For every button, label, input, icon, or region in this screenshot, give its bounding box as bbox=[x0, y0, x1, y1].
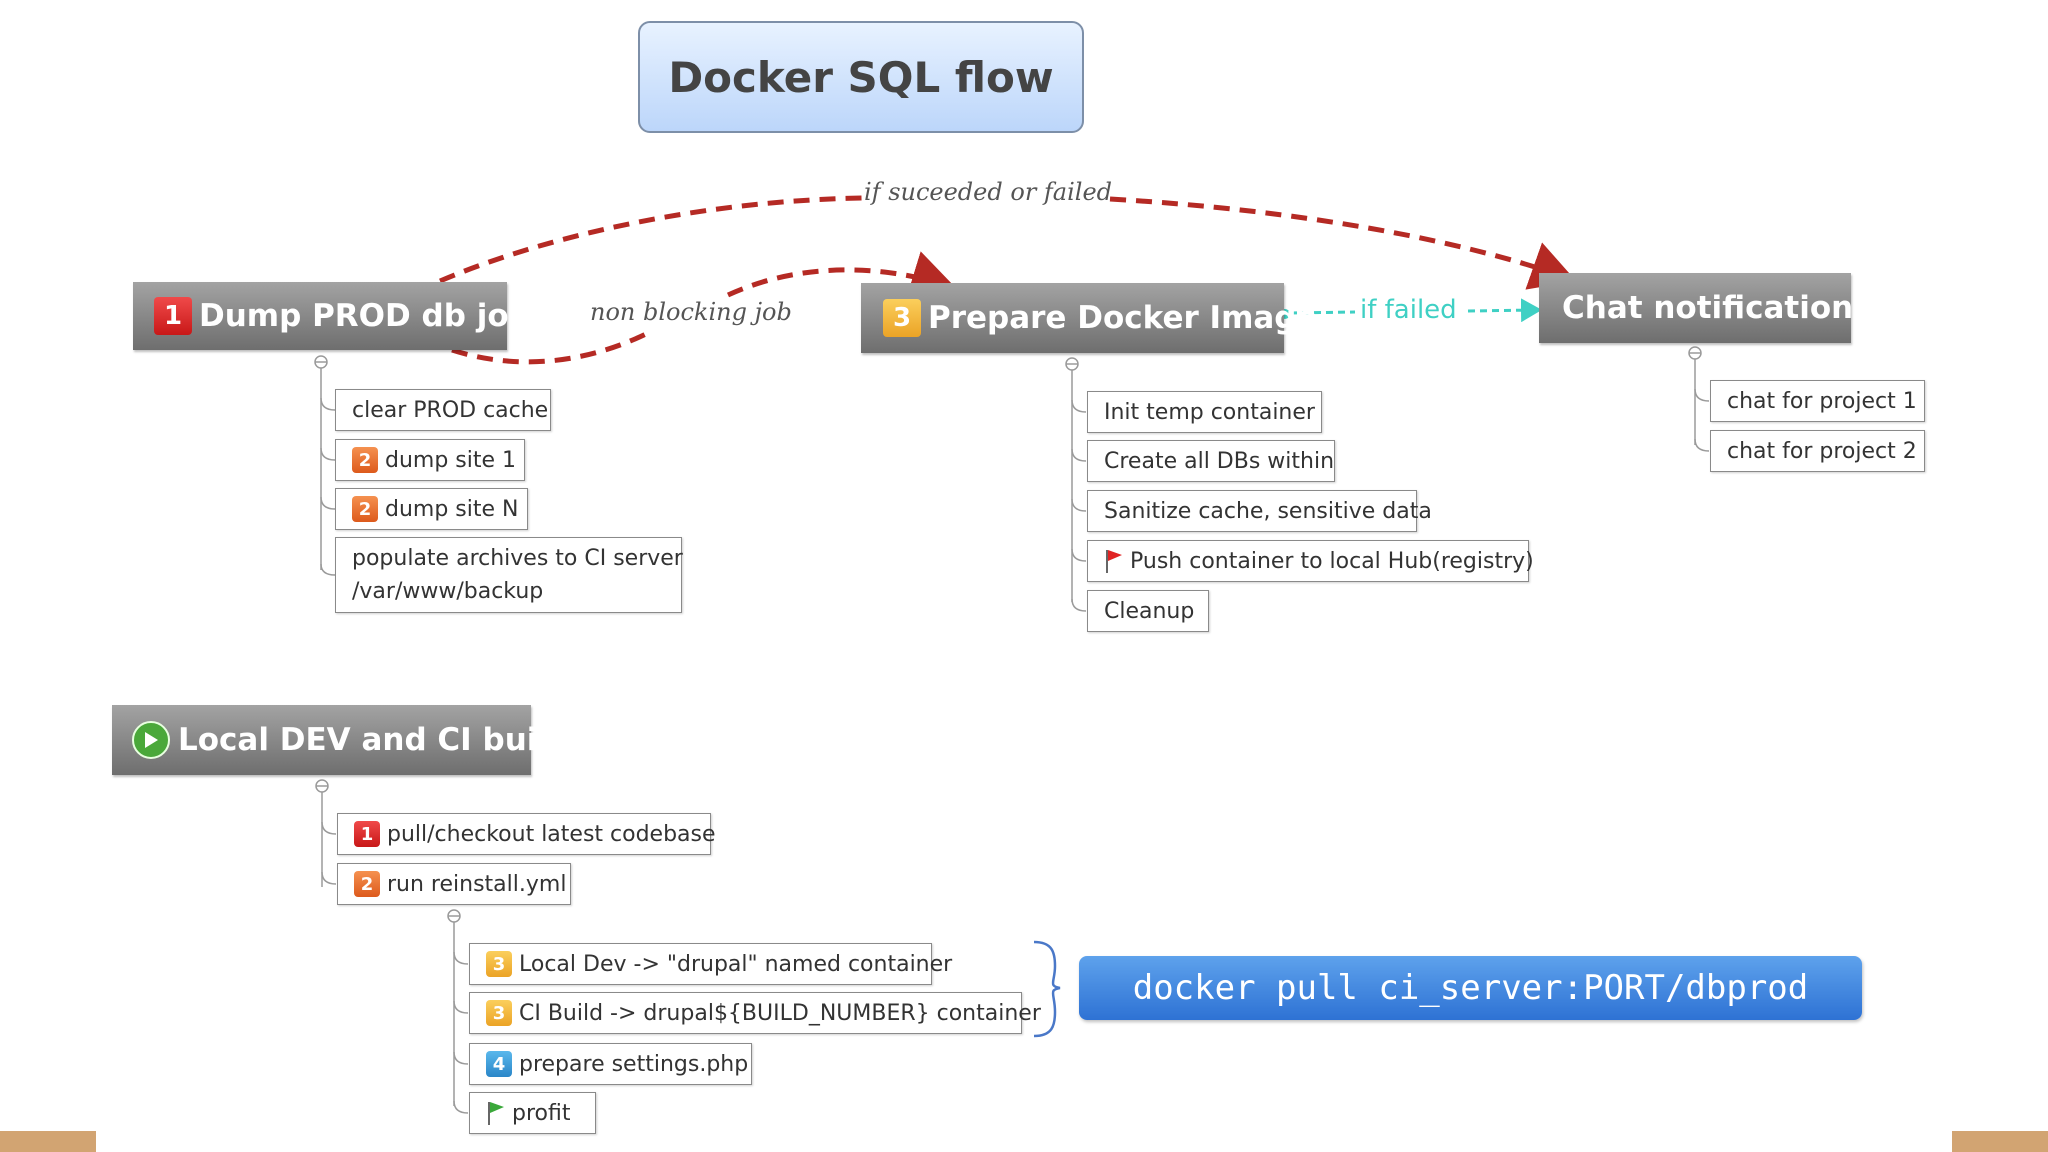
ci-build-container-label: CI Build -> drupal${BUILD_NUMBER} contai… bbox=[519, 1000, 1041, 1026]
edge-dump-to-chat bbox=[439, 195, 866, 284]
clear-cache-node[interactable]: clear PROD cache bbox=[335, 389, 551, 431]
init-temp-container-label: Init temp container bbox=[1104, 399, 1315, 425]
populate-archives-line-2: /var/www/backup bbox=[352, 579, 544, 604]
edge-label-non-blocking: non blocking job bbox=[590, 298, 792, 326]
push-container-node[interactable]: Push container to local Hub(registry) bbox=[1087, 540, 1534, 582]
create-dbs-node[interactable]: Create all DBs within bbox=[1087, 440, 1335, 482]
ci-build-container-node[interactable]: 3 CI Build -> drupal${BUILD_NUMBER} cont… bbox=[469, 992, 1041, 1034]
dump-site-1-label: dump site 1 bbox=[385, 447, 517, 473]
populate-archives-line-1: populate archives to CI server bbox=[352, 546, 683, 571]
edge-dump-to-prepare-end bbox=[726, 251, 957, 300]
cleanup-node[interactable]: Cleanup bbox=[1087, 590, 1209, 632]
priority-3-icon: 3 bbox=[486, 951, 512, 977]
priority-3-icon: 3 bbox=[883, 299, 921, 337]
clear-cache-label: clear PROD cache bbox=[352, 397, 549, 423]
edge-label-succeeded-or-failed: if suceeded or failed bbox=[864, 178, 1113, 206]
chat-notifications-label: Chat notifications bbox=[1562, 290, 1872, 326]
priority-1-icon: 1 bbox=[354, 821, 380, 847]
prepare-tree-lines bbox=[1065, 357, 1087, 612]
dump-site-1-node[interactable]: 2 dump site 1 bbox=[335, 439, 525, 481]
profit-node[interactable]: profit bbox=[469, 1092, 596, 1134]
prepare-settings-node[interactable]: 4 prepare settings.php bbox=[469, 1043, 752, 1085]
corner-decoration-left bbox=[0, 1131, 96, 1152]
priority-2-icon: 2 bbox=[352, 447, 378, 473]
chat-tree-lines bbox=[1688, 346, 1710, 452]
priority-3-icon: 3 bbox=[486, 1000, 512, 1026]
diagram-title: Docker SQL flow bbox=[638, 21, 1084, 133]
pull-codebase-label: pull/checkout latest codebase bbox=[387, 821, 716, 847]
cleanup-label: Cleanup bbox=[1104, 598, 1195, 624]
curly-brace bbox=[1033, 940, 1061, 1038]
prepare-settings-label: prepare settings.php bbox=[519, 1051, 749, 1077]
push-container-label: Push container to local Hub(registry) bbox=[1130, 548, 1534, 574]
sanitize-label: Sanitize cache, sensitive data bbox=[1104, 498, 1432, 524]
prepare-docker-image-node[interactable]: 3 Prepare Docker Image bbox=[861, 283, 1318, 353]
edge-dump-to-chat-end bbox=[1109, 196, 1577, 290]
green-flag-icon bbox=[488, 1102, 504, 1125]
dump-site-n-node[interactable]: 2 dump site N bbox=[335, 488, 528, 530]
edge-label-if-failed: if failed bbox=[1360, 295, 1457, 325]
pull-codebase-node[interactable]: 1 pull/checkout latest codebase bbox=[337, 813, 716, 855]
local-dev-container-node[interactable]: 3 Local Dev -> "drupal" named container bbox=[469, 943, 952, 985]
chat-project-2-label: chat for project 2 bbox=[1727, 438, 1917, 464]
edge-failed-left bbox=[1289, 310, 1356, 315]
priority-2-icon: 2 bbox=[352, 496, 378, 522]
init-temp-container-node[interactable]: Init temp container bbox=[1087, 391, 1322, 433]
dump-site-n-label: dump site N bbox=[385, 496, 519, 522]
prepare-docker-image-label: Prepare Docker Image bbox=[928, 300, 1318, 336]
dump-tree-lines bbox=[314, 355, 336, 576]
dump-prod-node[interactable]: 1 Dump PROD db job bbox=[133, 282, 531, 350]
populate-archives-node[interactable]: populate archives to CI server /var/www/… bbox=[335, 537, 683, 613]
docker-pull-command: docker pull ci_server:PORT/dbprod bbox=[1079, 956, 1862, 1020]
local-tree-lines bbox=[315, 779, 469, 1114]
run-reinstall-node[interactable]: 2 run reinstall.yml bbox=[337, 863, 571, 905]
red-flag-icon bbox=[1106, 550, 1122, 573]
priority-4-icon: 4 bbox=[486, 1051, 512, 1077]
corner-decoration-right bbox=[1952, 1131, 2048, 1152]
local-dev-ci-label: Local DEV and CI build bbox=[178, 722, 571, 758]
chat-project-1-label: chat for project 1 bbox=[1727, 388, 1917, 414]
local-dev-container-label: Local Dev -> "drupal" named container bbox=[519, 951, 953, 977]
create-dbs-label: Create all DBs within bbox=[1104, 448, 1335, 474]
sanitize-node[interactable]: Sanitize cache, sensitive data bbox=[1087, 490, 1432, 532]
local-dev-ci-node[interactable]: Local DEV and CI build bbox=[112, 705, 570, 775]
dump-prod-label: Dump PROD db job bbox=[199, 298, 531, 334]
edge-failed-right bbox=[1467, 298, 1542, 323]
priority-1-icon: 1 bbox=[154, 297, 192, 335]
run-reinstall-label: run reinstall.yml bbox=[387, 871, 567, 897]
profit-label: profit bbox=[512, 1100, 571, 1126]
chat-project-1-node[interactable]: chat for project 1 bbox=[1710, 380, 1925, 422]
chat-notifications-node[interactable]: Chat notifications bbox=[1539, 273, 1872, 343]
play-icon bbox=[132, 721, 170, 759]
priority-2-icon: 2 bbox=[354, 871, 380, 897]
chat-project-2-node[interactable]: chat for project 2 bbox=[1710, 430, 1925, 472]
